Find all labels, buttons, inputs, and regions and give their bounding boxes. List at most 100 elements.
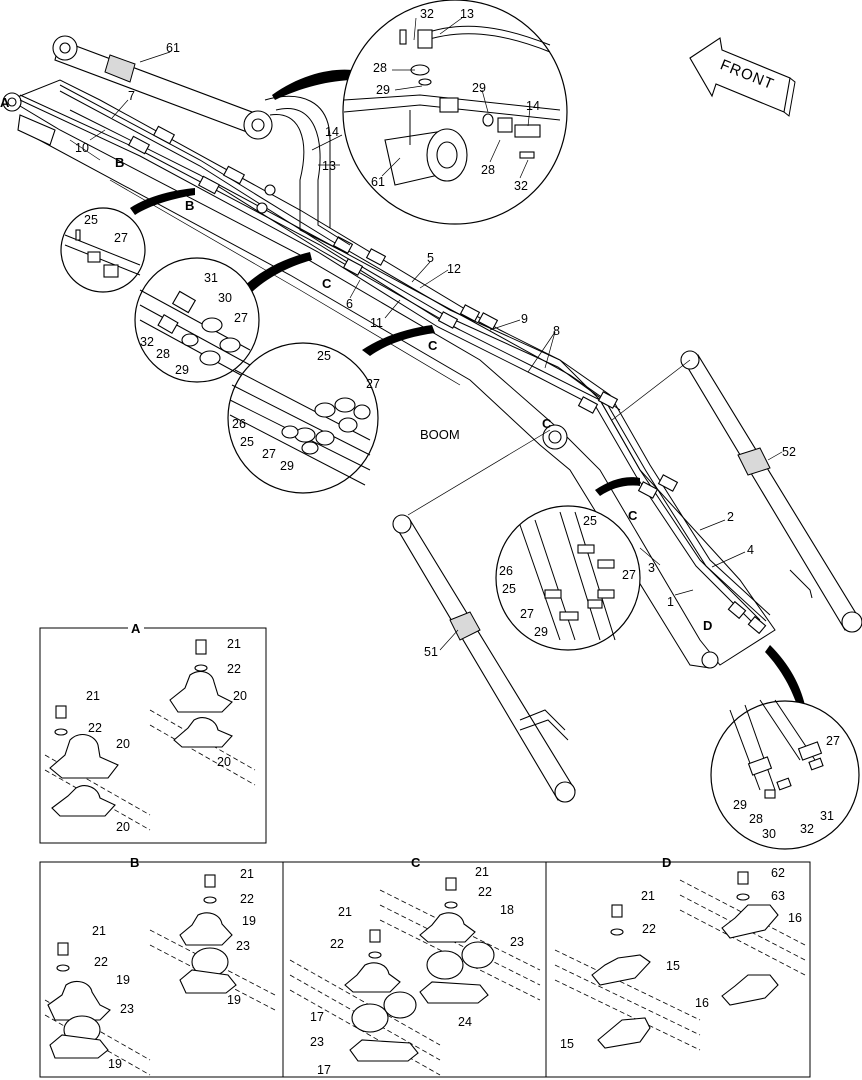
part-51: 51: [424, 645, 438, 659]
part-12: 12: [447, 262, 461, 276]
tc-13: 13: [460, 7, 474, 21]
part-3: 3: [648, 561, 655, 575]
cbl-25: 25: [84, 213, 98, 227]
bc-17b: 17: [317, 1063, 331, 1077]
front-arrow: FRONT: [689, 37, 796, 117]
part-4: 4: [747, 543, 754, 557]
cbm-32: 32: [140, 335, 154, 349]
ccr-27a: 27: [622, 568, 636, 582]
bb-22b: 22: [240, 892, 254, 906]
ccm-27b: 27: [262, 447, 276, 461]
callout-b-1: B: [115, 155, 124, 170]
box-c-part-numbers: 21 22 18 23 21 22 17 24 23 17: [310, 865, 524, 1077]
bc-23b: 23: [310, 1035, 324, 1049]
cbm-31: 31: [204, 271, 218, 285]
ba-20b: 20: [233, 689, 247, 703]
bb-19d: 19: [227, 993, 241, 1007]
bd-15a: 15: [666, 959, 680, 973]
tc-32a: 32: [420, 7, 434, 21]
top-circle-part-numbers: 32 13 28 29 29 14 61 28 32: [371, 7, 540, 193]
ccr-29: 29: [534, 625, 548, 639]
ccr-25a: 25: [583, 514, 597, 528]
tc-28a: 28: [373, 61, 387, 75]
ba-22a: 22: [88, 721, 102, 735]
ccr-25b: 25: [502, 582, 516, 596]
part-10: 10: [75, 141, 89, 155]
ccm-25b: 25: [240, 435, 254, 449]
part-8: 8: [553, 324, 560, 338]
tc-29b: 29: [472, 81, 486, 95]
cd-28: 28: [749, 812, 763, 826]
ccm-26: 26: [232, 417, 246, 431]
bc-21a: 21: [475, 865, 489, 879]
bc-17a: 17: [310, 1010, 324, 1024]
callout-d: D: [703, 618, 712, 633]
cd-32: 32: [800, 822, 814, 836]
bd-21: 21: [641, 889, 655, 903]
callout-letters: A B B C C C D C: [0, 95, 712, 633]
bb-19a: 19: [116, 973, 130, 987]
callout-c-2: C: [428, 338, 438, 353]
circle-c-mid-part-numbers: 25 27 26 25 27 29: [232, 349, 380, 473]
ccr-27b: 27: [520, 607, 534, 621]
part-9: 9: [521, 312, 528, 326]
cbl-27: 27: [114, 231, 128, 245]
box-a-title: A: [131, 621, 141, 636]
bb-22a: 22: [94, 955, 108, 969]
ba-21a: 21: [86, 689, 100, 703]
circle-b-left-part-numbers: 25 27: [84, 213, 128, 245]
callout-c-3: C: [628, 508, 638, 523]
ba-20d: 20: [116, 820, 130, 834]
ba-20c: 20: [217, 755, 231, 769]
bc-18: 18: [500, 903, 514, 917]
callout-b-2: B: [185, 198, 194, 213]
cbm-29: 29: [175, 363, 189, 377]
ba-21b: 21: [227, 637, 241, 651]
part-6: 6: [346, 297, 353, 311]
part-14-main: 14: [325, 125, 339, 139]
leader-lines: [89, 17, 783, 651]
box-a-part-numbers: 21 22 20 21 22 20 20 20: [86, 637, 247, 834]
ccm-25a: 25: [317, 349, 331, 363]
bd-62: 62: [771, 866, 785, 880]
bd-16a: 16: [788, 911, 802, 925]
detail-box-d: [545, 861, 811, 1078]
detail-circle-b-left: [60, 188, 195, 293]
bd-22: 22: [642, 922, 656, 936]
cd-30: 30: [762, 827, 776, 841]
ccm-29: 29: [280, 459, 294, 473]
bd-63: 63: [771, 889, 785, 903]
circle-c-right-part-numbers: 25 26 25 27 27 29: [499, 514, 636, 639]
tc-14: 14: [526, 99, 540, 113]
detail-box-a: [39, 620, 267, 844]
detail-box-b: [39, 861, 284, 1078]
bc-21b: 21: [338, 905, 352, 919]
bb-21a: 21: [92, 924, 106, 938]
callout-c-circle-1: C: [542, 416, 552, 431]
bb-23a: 23: [120, 1002, 134, 1016]
part-5: 5: [427, 251, 434, 265]
part-1: 1: [667, 595, 674, 609]
bd-15b: 15: [560, 1037, 574, 1051]
cd-29: 29: [733, 798, 747, 812]
bc-22a: 22: [478, 885, 492, 899]
cbm-30: 30: [218, 291, 232, 305]
box-d-part-numbers: 62 63 16 16 21 22 15 15: [560, 866, 802, 1051]
callout-a: A: [0, 95, 10, 110]
cbm-28: 28: [156, 347, 170, 361]
boom-assembly: [2, 35, 862, 803]
detail-circle-c-mid: [227, 325, 435, 494]
cd-31: 31: [820, 809, 834, 823]
detail-circle-b-mid: [134, 252, 312, 383]
bc-23a: 23: [510, 935, 524, 949]
tc-61: 61: [371, 175, 385, 189]
detail-box-c: [282, 861, 547, 1078]
ccm-27a: 27: [366, 377, 380, 391]
section-titles: A B C D: [130, 621, 671, 870]
detail-circle-cylinder: [272, 0, 568, 225]
bd-16b: 16: [695, 996, 709, 1010]
box-d-title: D: [662, 855, 671, 870]
circle-b-mid-part-numbers: 31 30 27 32 28 29: [140, 271, 248, 377]
bc-24: 24: [458, 1015, 472, 1029]
bb-19b: 19: [108, 1057, 122, 1071]
